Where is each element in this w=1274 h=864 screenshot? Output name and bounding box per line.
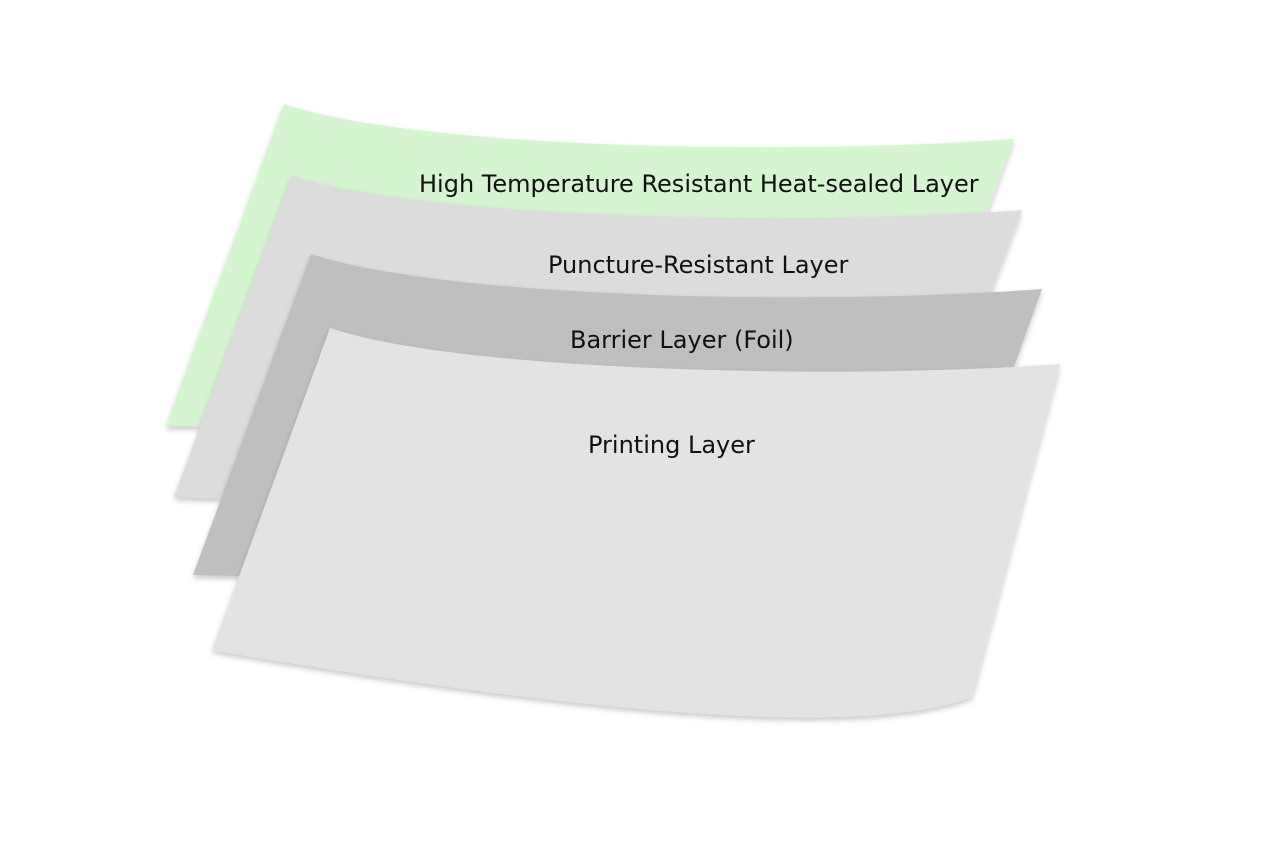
layer-label-heat-sealed: High Temperature Resistant Heat-sealed L… — [419, 170, 979, 198]
layer-label-puncture-resistant: Puncture-Resistant Layer — [548, 251, 849, 279]
layer-label-barrier: Barrier Layer (Foil) — [570, 326, 794, 354]
layer-printing-sheet — [212, 328, 1060, 718]
layer-label-printing: Printing Layer — [588, 431, 755, 459]
layer-printing — [212, 328, 1060, 718]
